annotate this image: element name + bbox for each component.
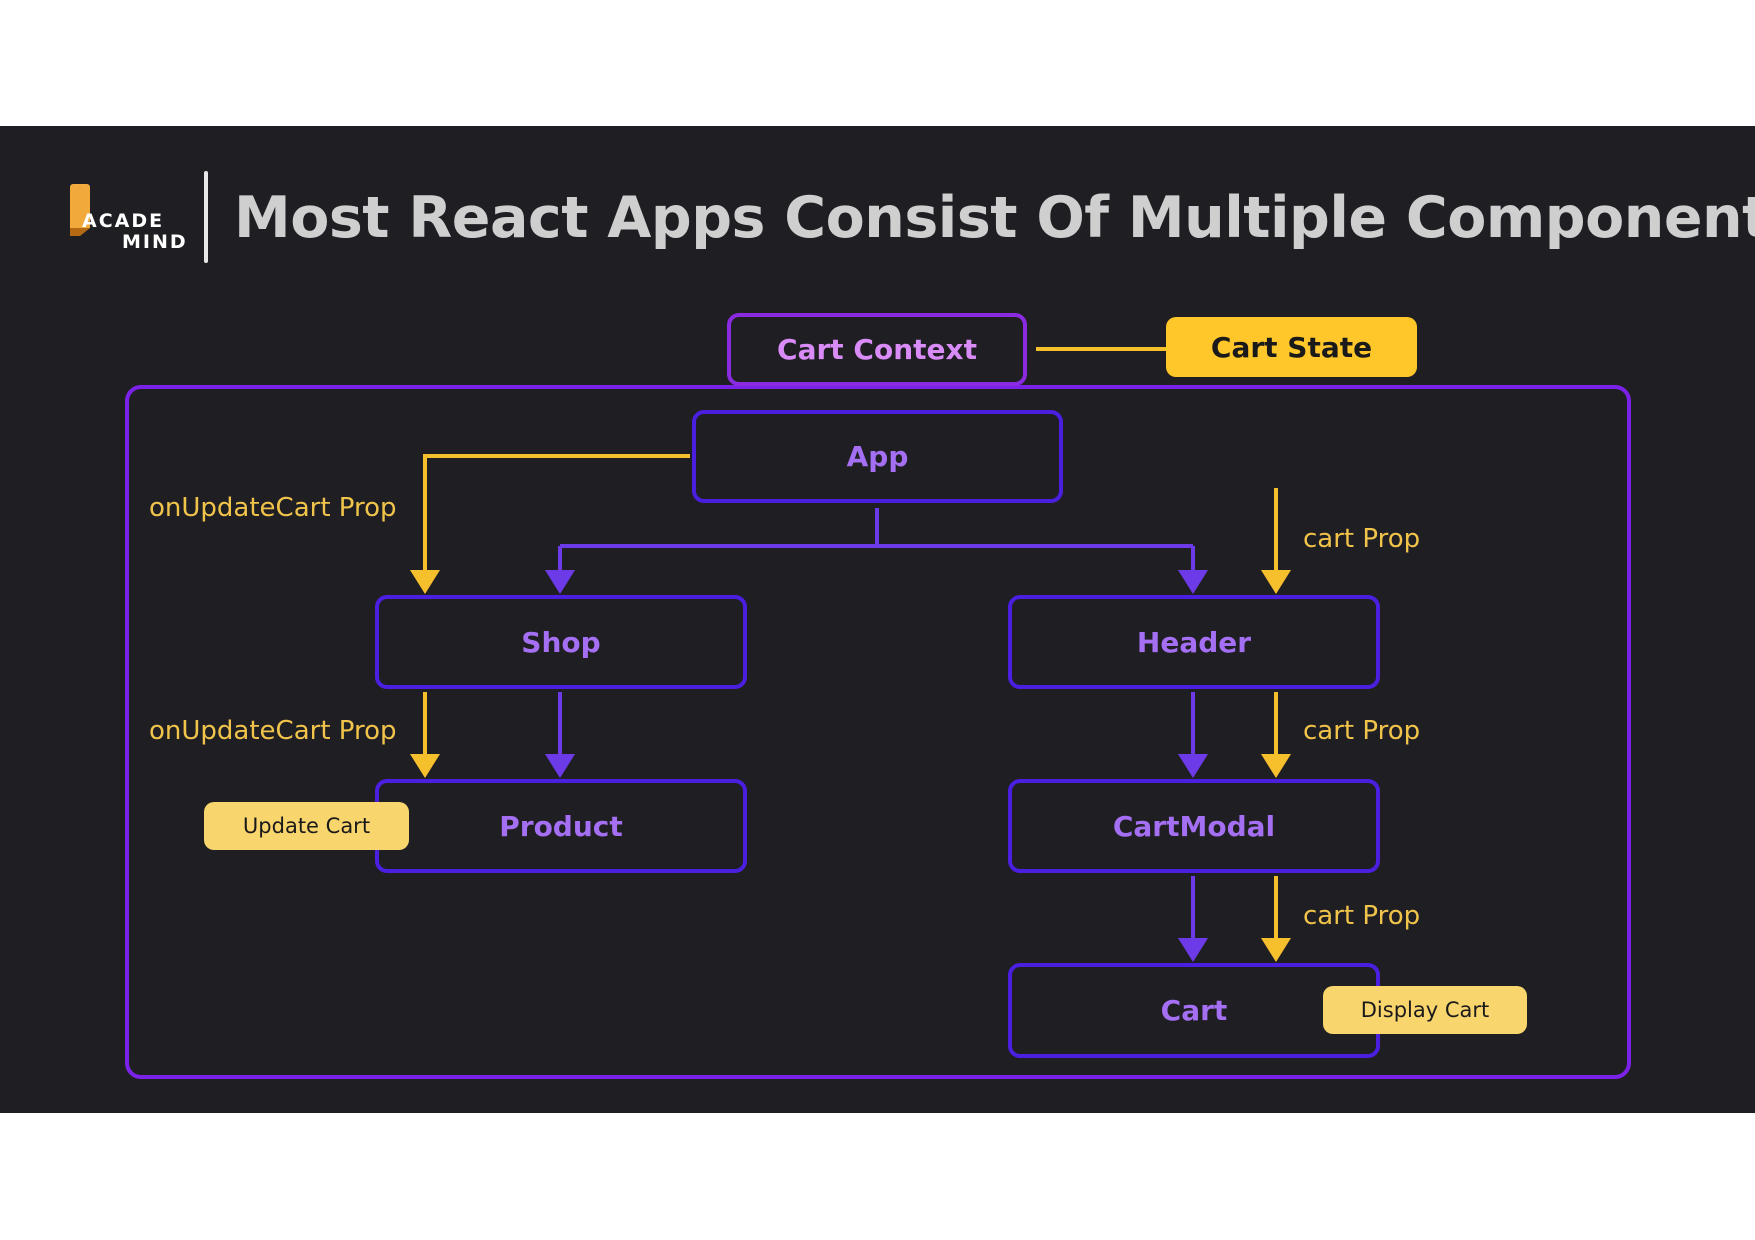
title-divider: [204, 171, 208, 263]
prop-label-app-shop: onUpdateCart Prop: [149, 493, 397, 523]
modal-cart-child-arrowhead: [1178, 938, 1208, 962]
component-shop: Shop: [375, 595, 747, 689]
logo-text-line1: ACADE: [82, 210, 165, 232]
header-modal-child-arrowhead: [1178, 754, 1208, 778]
modal-cart-prop-arrowhead: [1261, 938, 1291, 962]
prop-label-header-modal: cart Prop: [1303, 716, 1421, 746]
component-product: Product: [375, 779, 747, 873]
app-header-child-arrowhead: [1178, 570, 1208, 594]
slide-background: [0, 126, 1755, 1113]
logo-bookmark-icon: [70, 184, 90, 236]
shop-product-prop-arrowhead: [410, 754, 440, 778]
logo-text-line2: MIND: [122, 231, 188, 253]
app-shop-prop-arrowhead: [410, 570, 440, 594]
prop-label-shop-product: onUpdateCart Prop: [149, 716, 397, 746]
slide-title: Most React Apps Consist Of Multiple Comp…: [234, 185, 1755, 251]
component-cart: Cart: [1008, 963, 1380, 1058]
cart-state-box: Cart State: [1166, 317, 1417, 377]
update-cart-note: Update Cart: [204, 802, 409, 850]
app-shop-child-arrowhead: [545, 570, 575, 594]
header-prop-arrowhead: [1261, 570, 1291, 594]
display-cart-note: Display Cart: [1323, 986, 1527, 1034]
app-shop-prop-line: [423, 454, 690, 570]
component-app: App: [692, 410, 1063, 503]
prop-label-header: cart Prop: [1303, 524, 1421, 554]
header-modal-prop-arrowhead: [1261, 754, 1291, 778]
component-header: Header: [1008, 595, 1380, 689]
shop-product-child-arrowhead: [545, 754, 575, 778]
context-container: [125, 385, 1631, 1079]
prop-label-modal-cart: cart Prop: [1303, 901, 1421, 931]
academind-logo: ACADE MIND: [68, 182, 192, 262]
cart-context-box: Cart Context: [727, 313, 1027, 386]
component-cart-modal: CartModal: [1008, 779, 1380, 873]
